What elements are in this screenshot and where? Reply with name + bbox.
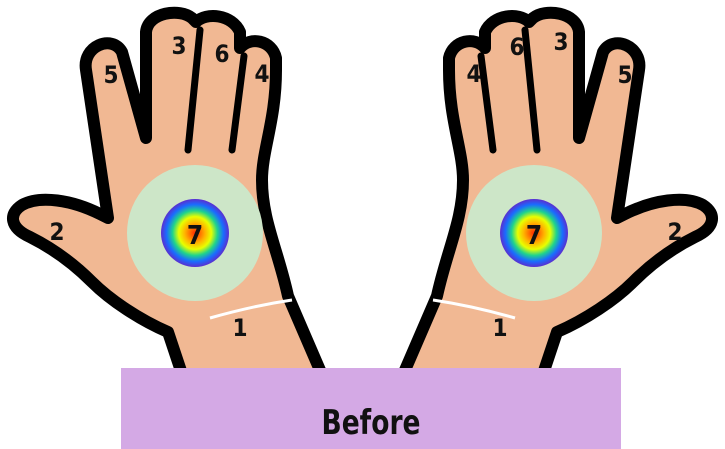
- right-label-little: 4: [466, 60, 481, 88]
- left-label-index: 5: [103, 61, 118, 89]
- right-hand: [393, 13, 712, 398]
- right-label-middle: 3: [553, 28, 568, 56]
- right-label-ring: 6: [509, 33, 524, 61]
- right-label-thumb: 2: [667, 218, 682, 246]
- left-hand: 2 5 3 6 4 1 7: [13, 13, 332, 398]
- right-label-index: 5: [617, 61, 632, 89]
- right-label-palm-center: 7: [526, 221, 542, 251]
- left-label-palm-center: 7: [187, 221, 203, 251]
- left-label-thumb: 2: [49, 218, 64, 246]
- left-label-ring: 6: [214, 40, 229, 68]
- right-label-wrist: 1: [492, 314, 507, 342]
- left-label-middle: 3: [171, 32, 186, 60]
- left-label-little: 4: [254, 60, 269, 88]
- left-label-wrist: 1: [232, 314, 247, 342]
- caption-title: Before: [176, 403, 566, 443]
